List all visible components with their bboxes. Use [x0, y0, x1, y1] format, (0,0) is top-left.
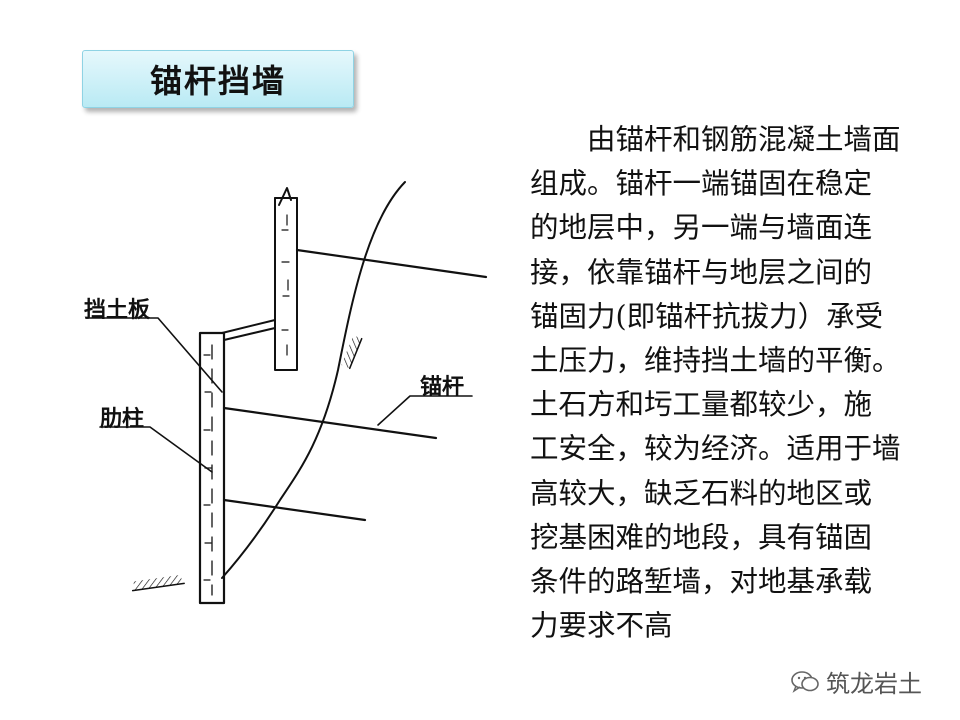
anchor-rod-2: [222, 406, 438, 440]
description-line: 挖基困难的地段，具有锚固: [530, 520, 873, 554]
description-line: 高较大，缺乏石料的地区或: [530, 476, 873, 510]
description-line: 力要求不高: [530, 609, 673, 643]
label-retaining-plate: 挡土板: [84, 298, 151, 323]
watermark: 筑龙岩土: [790, 664, 922, 699]
description-text: 由锚杆和钢筋混凝土墙面 组成。锚杆一端锚固在稳定 的地层中，另一端与墙面连 接，…: [530, 118, 910, 648]
wechat-icon: [791, 670, 819, 693]
ground-surface-curve: [221, 181, 406, 579]
leader-line-anchor: [377, 395, 473, 426]
anchor-rod-3: [222, 498, 367, 522]
panel-connection: [221, 319, 276, 341]
label-anchor-rod: 锚杆: [420, 375, 465, 400]
leader-line-plate: [85, 317, 223, 393]
description-line: 由锚杆和钢筋混凝土墙面: [587, 123, 901, 156]
lower-wall-panel: [198, 331, 226, 605]
watermark-text: 筑龙岩土: [826, 670, 922, 698]
description-line: 锚固力(即锚杆抗拔力）承受: [530, 299, 884, 333]
title-box: 锚杆挡墙: [82, 50, 354, 108]
description-line: 工安全，较为经济。适用于墙: [530, 432, 901, 466]
description-line: 的地层中，另一端与墙面连: [530, 211, 873, 245]
ground-hatch-base: [131, 574, 185, 592]
description-line: 接，依靠锚杆与地层之间的: [530, 255, 873, 289]
upper-wall-panel: [274, 187, 298, 371]
description-line: 条件的路堑墙，对地基承载: [530, 565, 873, 599]
slide-title: 锚杆挡墙: [149, 62, 286, 100]
leader-line-rib: [99, 426, 213, 473]
ground-hatch-slope: [341, 335, 363, 370]
label-rib-column: 肋柱: [100, 407, 145, 432]
description-line: 组成。锚杆一端锚固在稳定: [530, 167, 873, 201]
anchor-rod-1: [295, 248, 488, 279]
description-line: 土压力，维持挡土墙的平衡。: [530, 344, 901, 378]
description-line: 土石方和圬工量都较少，施: [530, 388, 873, 422]
